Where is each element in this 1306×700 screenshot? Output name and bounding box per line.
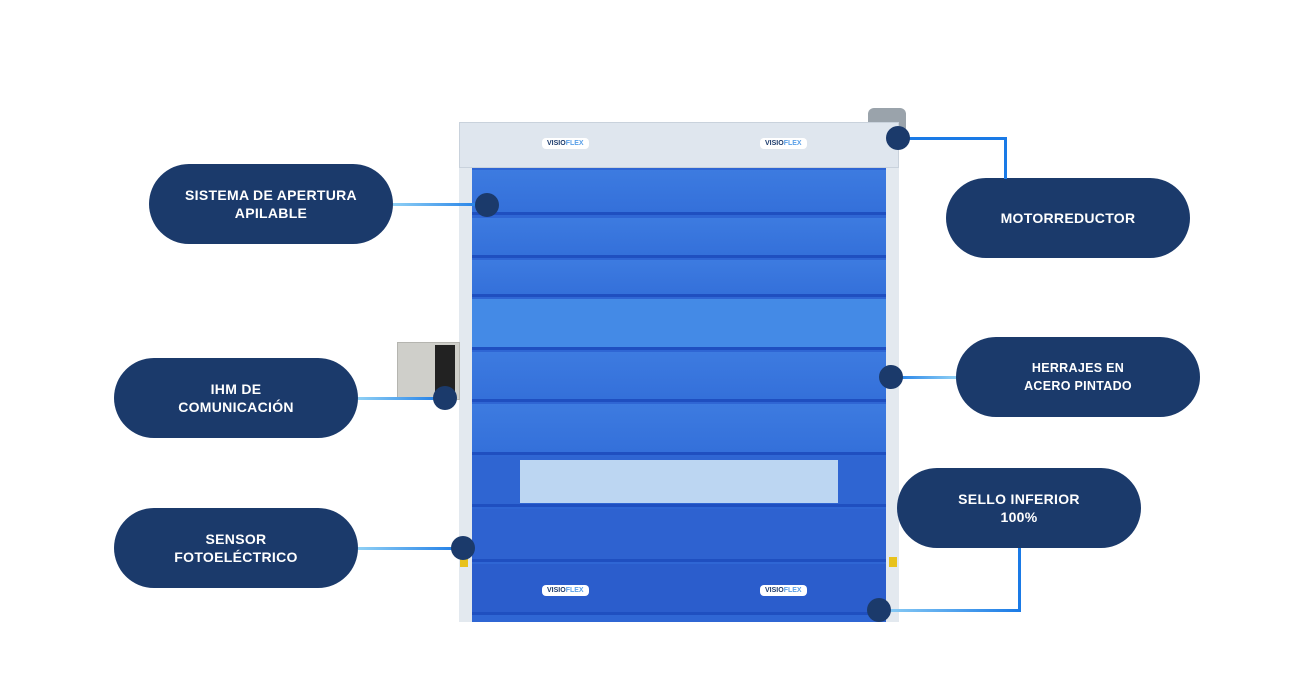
curtain-panel bbox=[472, 260, 886, 297]
right-post bbox=[886, 168, 899, 622]
connector-sello-vertical bbox=[1018, 548, 1021, 612]
sensor-right bbox=[889, 557, 897, 567]
sensor-left bbox=[460, 557, 468, 567]
hotspot-ihm[interactable] bbox=[433, 386, 457, 410]
connector-sello bbox=[879, 609, 1021, 612]
curtain-panel bbox=[472, 404, 886, 455]
curtain-panel bbox=[472, 170, 886, 215]
connector-apertura bbox=[393, 203, 487, 206]
logo-bottom-right: VISIOFLEX bbox=[760, 585, 807, 596]
logo-bottom-left: VISIOFLEX bbox=[542, 585, 589, 596]
connector-motor-vertical bbox=[1004, 137, 1007, 179]
hotspot-motor[interactable] bbox=[886, 126, 910, 150]
hmi-panel bbox=[435, 345, 455, 395]
hotspot-herrajes[interactable] bbox=[879, 365, 903, 389]
left-post bbox=[459, 168, 472, 622]
connector-herrajes bbox=[891, 376, 956, 379]
curtain-panel bbox=[472, 564, 886, 615]
curtain-panel bbox=[472, 218, 886, 258]
curtain-panel bbox=[472, 509, 886, 562]
vision-window bbox=[520, 460, 838, 503]
connector-sensor bbox=[358, 547, 463, 550]
hotspot-sello[interactable] bbox=[867, 598, 891, 622]
logo-top-left: VISIOFLEX bbox=[542, 138, 589, 149]
door-header bbox=[459, 122, 899, 168]
curtain-panel bbox=[472, 352, 886, 402]
connector-motor bbox=[898, 137, 1007, 140]
connector-ihm bbox=[358, 397, 445, 400]
curtain-panel bbox=[472, 299, 886, 350]
hotspot-sensor[interactable] bbox=[451, 536, 475, 560]
logo-top-right: VISIOFLEX bbox=[760, 138, 807, 149]
hotspot-apertura[interactable] bbox=[475, 193, 499, 217]
label-motor: MOTORREDUCTOR bbox=[946, 178, 1190, 258]
